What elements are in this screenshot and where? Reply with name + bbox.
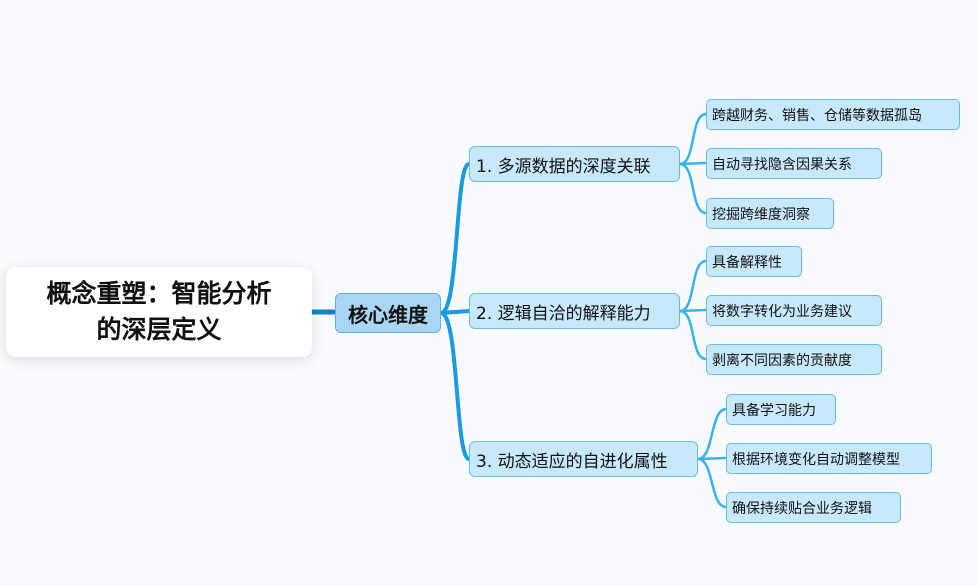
subtopic-node-1-1[interactable]: 跨越财务、销售、仓储等数据孤岛 <box>706 99 960 130</box>
connector-branch-2-child-3 <box>678 309 708 361</box>
connector-branch-2-child-1 <box>678 259 708 313</box>
connector-branch-3-child-1 <box>696 407 728 461</box>
connector-branch-3-child-3 <box>696 457 728 509</box>
connector-branch-3-child-2 <box>696 456 728 461</box>
connector-branch-1-child-2 <box>678 161 708 166</box>
connector-branch-2-child-2 <box>678 308 708 313</box>
root-title-line2: 的深层定义 <box>96 315 222 344</box>
branch-node-2[interactable]: 2. 逻辑自洽的解释能力 <box>469 293 680 329</box>
subtopic-node-3-2[interactable]: 根据环境变化自动调整模型 <box>726 443 932 474</box>
main-topic-node[interactable]: 核心维度 <box>335 293 441 333</box>
subtopic-node-3-1[interactable]: 具备学习能力 <box>726 394 836 425</box>
root-topic-text: 概念重塑：智能分析 的深层定义 <box>46 276 271 348</box>
connector-branch-1-child-3 <box>678 162 708 215</box>
connector-main-to-branch-1 <box>439 162 471 315</box>
connector-branch-1-child-1 <box>678 112 708 166</box>
connector-main-to-branch-2 <box>439 309 471 315</box>
subtopic-node-2-1[interactable]: 具备解释性 <box>706 246 802 277</box>
branch-node-1[interactable]: 1. 多源数据的深度关联 <box>469 146 680 182</box>
root-title-line1: 概念重塑：智能分析 <box>46 279 272 308</box>
subtopic-node-1-3[interactable]: 挖掘跨维度洞察 <box>706 198 834 229</box>
subtopic-node-2-3[interactable]: 剥离不同因素的贡献度 <box>706 344 882 375</box>
root-topic-node[interactable]: 概念重塑：智能分析 的深层定义 <box>6 267 312 357</box>
subtopic-node-2-2[interactable]: 将数字转化为业务建议 <box>706 295 882 326</box>
subtopic-node-1-2[interactable]: 自动寻找隐含因果关系 <box>706 148 882 179</box>
branch-node-3[interactable]: 3. 动态适应的自进化属性 <box>469 441 698 477</box>
subtopic-node-3-3[interactable]: 确保持续贴合业务逻辑 <box>726 492 901 523</box>
connector-main-to-branch-3 <box>439 311 471 461</box>
